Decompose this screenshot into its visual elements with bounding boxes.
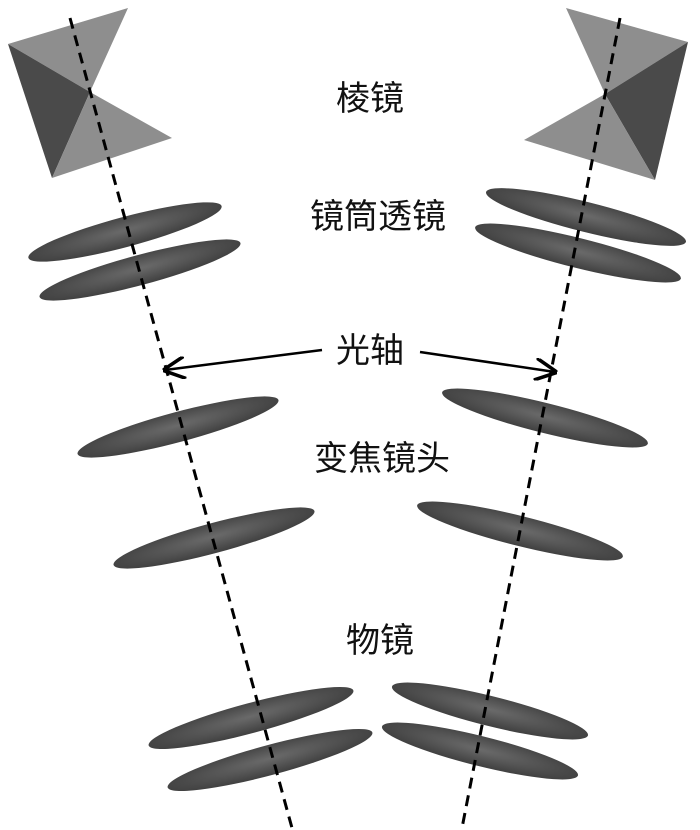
axis-arrow-right bbox=[419, 350, 555, 372]
left-prism-face-bottom bbox=[52, 92, 172, 178]
left-prism-face-left bbox=[8, 44, 90, 178]
right-prism-face-bottom bbox=[524, 94, 655, 180]
tube-lens-label: 镜筒透镜 bbox=[310, 197, 446, 237]
right-zoom-lens-1 bbox=[442, 388, 648, 448]
left-zoom-lens-1 bbox=[77, 396, 279, 458]
left-zoom-lens-2 bbox=[113, 507, 315, 569]
right-lens-stack bbox=[381, 188, 687, 780]
left-objective-lens-2 bbox=[167, 728, 373, 792]
left-objective-lens-1 bbox=[148, 686, 354, 750]
axis-arrow-left bbox=[165, 348, 323, 370]
optical-axis-label: 光轴 bbox=[336, 331, 404, 371]
right-optical-axis bbox=[460, 17, 622, 829]
right-prism-face-right bbox=[605, 42, 688, 180]
left-optical-axis bbox=[68, 17, 294, 829]
left-tube-lens-1 bbox=[28, 202, 222, 262]
prism-label: 棱镜 bbox=[336, 79, 404, 119]
right-objective-lens-1 bbox=[391, 682, 589, 740]
zoom-lens-label: 变焦镜头 bbox=[314, 439, 450, 479]
left-prism-face-top bbox=[8, 8, 128, 92]
right-tube-lens-2 bbox=[475, 223, 681, 283]
right-tube-lens-1 bbox=[485, 188, 687, 246]
right-prism-face-top bbox=[566, 8, 688, 94]
objective-label: 物镜 bbox=[346, 621, 414, 661]
left-prism bbox=[8, 8, 172, 178]
right-objective-lens-2 bbox=[381, 722, 579, 780]
right-prism bbox=[524, 8, 688, 180]
